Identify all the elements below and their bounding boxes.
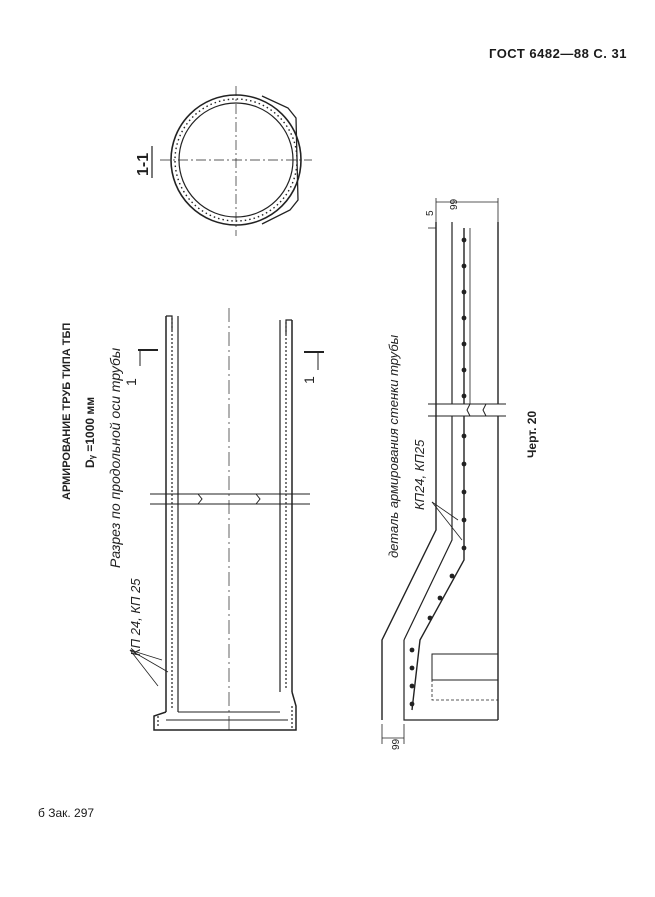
dim-top: 99	[449, 198, 460, 210]
rebar-dot	[409, 683, 415, 689]
rebar-dot	[461, 433, 467, 439]
rebar-dot	[461, 263, 467, 269]
rebar-dot	[427, 615, 433, 621]
dim-bottom: 99	[391, 738, 402, 750]
rebar-dot	[461, 517, 467, 523]
rebar-dot	[461, 545, 467, 551]
rebar-dot	[461, 289, 467, 295]
cut-mark-right: 1	[301, 376, 317, 384]
rebar-dot	[437, 595, 443, 601]
rebar-dot	[461, 315, 467, 321]
detail-caption: деталь армирования стенки трубы	[386, 334, 401, 558]
page-title: АРМИРОВАНИЕ ТРУБ ТИПА ТБП	[61, 323, 73, 500]
rebar-dots	[409, 237, 467, 707]
rebar-dot	[461, 237, 467, 243]
rebar-leader-left	[129, 649, 169, 687]
figure-caption: Черт. 20	[525, 411, 539, 458]
rebar-dot	[461, 367, 467, 373]
diameter-label: Dᵧ =1000 мм	[83, 397, 97, 468]
rebar-dot	[409, 647, 415, 653]
rebar-dot	[461, 461, 467, 467]
rebar-dot	[461, 341, 467, 347]
rebar-label-right: КП24, КП25	[412, 439, 427, 510]
cut-mark-left: 1	[123, 378, 139, 386]
cut-marks	[138, 349, 324, 370]
rebar-label-left: КП 24, КП 25	[128, 578, 143, 656]
rebar-dot	[461, 393, 467, 399]
ring-section-view	[160, 86, 312, 236]
rebar-dot	[409, 665, 415, 671]
page-footer: б Зак. 297	[38, 806, 95, 820]
section-caption: Разрез по продольной оси трубы	[107, 347, 123, 568]
rebar-dot	[409, 701, 415, 707]
rebar-dot	[449, 573, 455, 579]
wall-reinforcement-detail	[381, 198, 506, 744]
rebar-dot	[461, 489, 467, 495]
page-header: ГОСТ 6482—88 С. 31	[489, 46, 627, 61]
section-mark-top: 1-1	[135, 153, 152, 176]
dim-small: 5	[425, 210, 436, 216]
pipe-longitudinal-section	[150, 308, 310, 731]
